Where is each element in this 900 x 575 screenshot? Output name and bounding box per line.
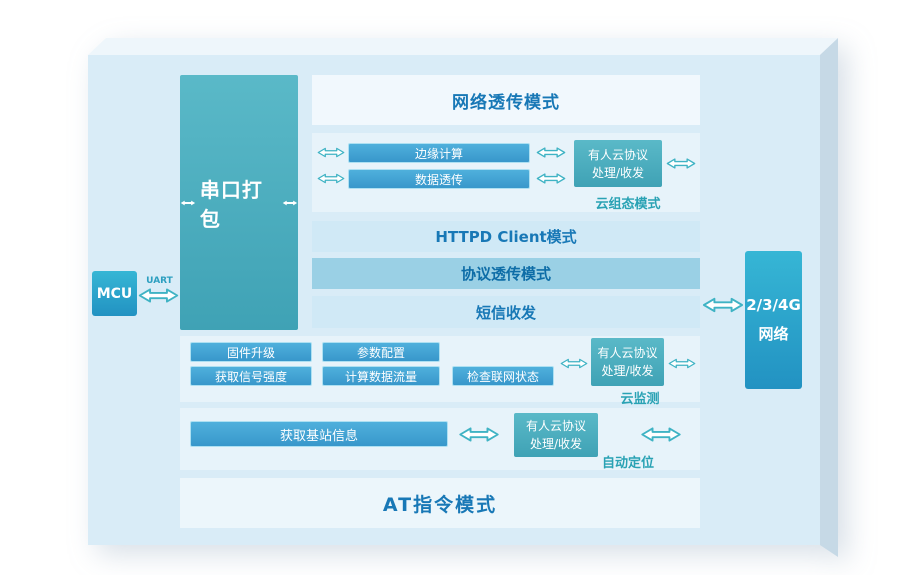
double-arrow-icon xyxy=(668,358,696,369)
base-station-label: 获取基站信息 xyxy=(279,428,358,444)
auto-locate-caption: 自动定位 xyxy=(601,456,654,471)
signal-strength-box: 获取信号强度 xyxy=(190,366,312,386)
signal-strength-label: 获取信号强度 xyxy=(214,369,287,384)
double-arrow-icon xyxy=(641,427,681,442)
serial-packing-label: 串口打包 xyxy=(199,177,263,231)
double-arrow-icon xyxy=(536,147,566,158)
auto-locate-panel: 获取基站信息 有人云协议 处理/收发 自动定位 xyxy=(180,408,700,471)
double-arrow-icon xyxy=(180,200,196,205)
cloud-monitor-panel: 固件升级 参数配置 获取信号强度 计算数据流量 检查联网状态 有人云协议 处理/… xyxy=(180,336,700,407)
param-config-box: 参数配置 xyxy=(322,342,440,362)
base-station-box: 获取基站信息 xyxy=(190,421,448,447)
mcu-label: MCU xyxy=(96,285,133,302)
httpd-client-mode-bar: HTTPD Client模式 xyxy=(312,221,700,252)
sms-label: 短信收发 xyxy=(475,303,536,322)
sms-bar: 短信收发 xyxy=(312,296,700,328)
cloud-protocol-box: 有人云协议 处理/收发 xyxy=(591,338,664,386)
data-passthrough-box: 数据透传 xyxy=(348,169,530,189)
network-status-label: 检查联网状态 xyxy=(466,369,539,384)
firmware-upgrade-box: 固件升级 xyxy=(190,342,312,362)
data-traffic-box: 计算数据流量 xyxy=(322,366,440,386)
panel-top-face xyxy=(88,38,838,55)
at-command-mode-bar: AT指令模式 xyxy=(180,478,700,528)
data-traffic-label: 计算数据流量 xyxy=(344,369,417,384)
network-transparent-mode-box: 网络透传模式 xyxy=(312,75,700,125)
double-arrow-icon xyxy=(282,200,298,205)
protocol-transparent-mode-label: 协议透传模式 xyxy=(460,265,551,283)
cloud-config-panel: 边缘计算 数据透传 有人云协议 处理/收发 云组态模式 xyxy=(312,133,700,212)
cellular-network-box: 2/3/4G 网络 xyxy=(745,251,802,389)
cloud-protocol-line1: 有人云协议 xyxy=(525,419,586,433)
edge-computing-box: 边缘计算 xyxy=(348,143,530,163)
cloud-protocol-line2: 处理/收发 xyxy=(591,165,645,180)
cloud-protocol-line2: 处理/收发 xyxy=(601,364,654,378)
double-arrow-icon xyxy=(317,173,345,184)
double-arrow-icon xyxy=(702,297,744,313)
at-command-mode-label: AT指令模式 xyxy=(382,493,498,516)
data-passthrough-label: 数据透传 xyxy=(414,172,463,187)
cloud-monitor-caption: 云监测 xyxy=(620,392,660,407)
cloud-protocol-line1: 有人云协议 xyxy=(597,346,658,360)
cloud-config-caption: 云组态模式 xyxy=(595,197,661,212)
network-status-box: 检查联网状态 xyxy=(452,366,554,386)
param-config-label: 参数配置 xyxy=(356,345,405,360)
network-transparent-mode-title: 网络透传模式 xyxy=(452,92,560,113)
double-arrow-icon xyxy=(138,288,179,303)
panel-right-face xyxy=(820,38,838,557)
double-arrow-icon xyxy=(666,158,696,169)
double-arrow-icon xyxy=(560,358,588,369)
mcu-box: MCU xyxy=(92,271,137,316)
edge-computing-label: 边缘计算 xyxy=(414,146,463,161)
cloud-protocol-line2: 处理/收发 xyxy=(529,437,583,451)
protocol-transparent-mode-bar: 协议透传模式 xyxy=(312,258,700,289)
serial-packing-box: 串口打包 xyxy=(180,75,298,330)
uart-label: UART xyxy=(146,276,173,286)
cloud-protocol-line1: 有人云协议 xyxy=(587,147,648,162)
cloud-protocol-box: 有人云协议 处理/收发 xyxy=(574,140,662,187)
double-arrow-icon xyxy=(459,427,499,442)
double-arrow-icon xyxy=(317,147,345,158)
double-arrow-icon xyxy=(536,173,566,184)
httpd-client-mode-label: HTTPD Client模式 xyxy=(435,228,577,246)
firmware-upgrade-label: 固件升级 xyxy=(226,345,275,360)
cellular-network-line1: 2/3/4G xyxy=(746,296,801,314)
cellular-network-line2: 网络 xyxy=(758,325,789,343)
cloud-protocol-box: 有人云协议 处理/收发 xyxy=(514,413,598,457)
